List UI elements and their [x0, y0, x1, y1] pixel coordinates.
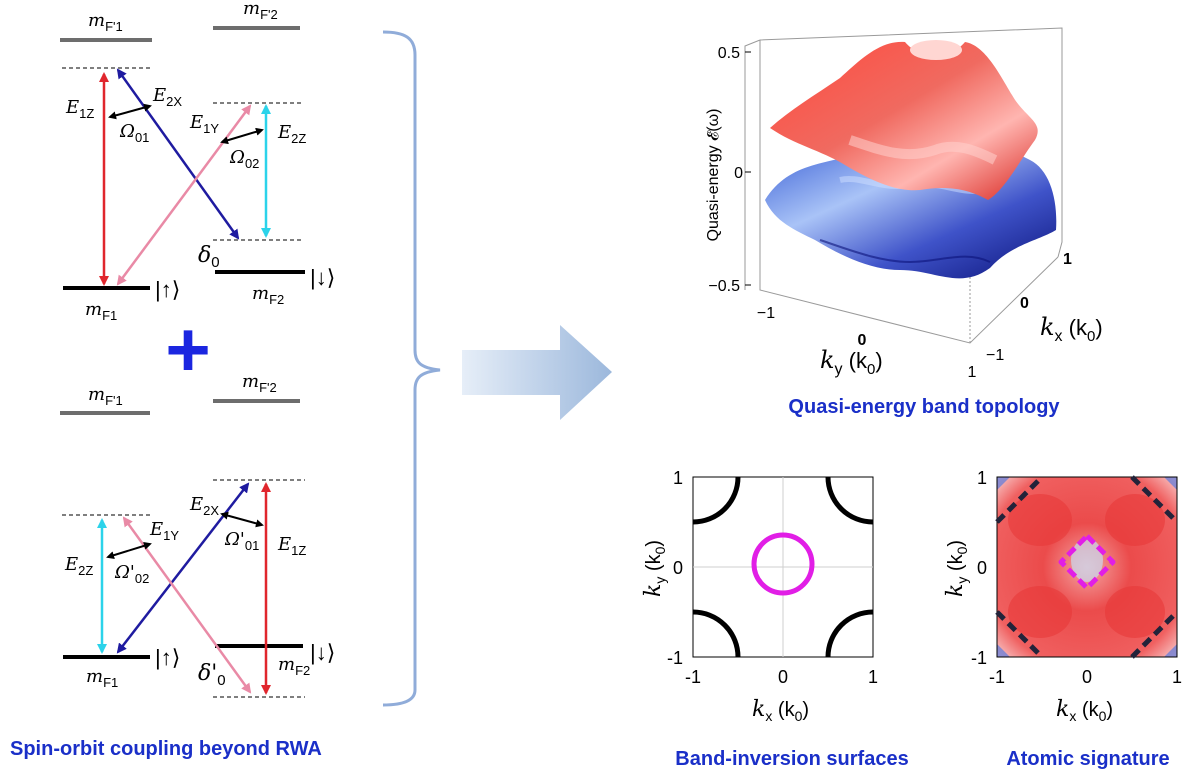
signature-dashed-diamond: [1058, 533, 1116, 591]
upper-level-diagram: mF'1 mF'2 E1Z E2X Ω01 E1Y E2Z Ω02 δ0 mF1…: [60, 0, 335, 323]
signature-dash-bottom-right: [1130, 610, 1179, 659]
caption-atomic-signature: Atomic signature: [1006, 748, 1169, 770]
box-back-edges: [759, 27, 1063, 258]
bis-x-tick-1: 1: [868, 667, 878, 687]
box-left-edges: [744, 39, 761, 290]
label-E2Z-lower: E2Z: [64, 554, 93, 578]
bis-arc-bottom-right: [825, 609, 874, 658]
label-E2Z: E2Z: [277, 122, 306, 146]
signature-dash-top-left: [995, 475, 1044, 524]
label-mF2: mF2: [252, 283, 284, 307]
signature-frame: [996, 476, 1178, 658]
label-E1Z-lower: E1Z: [277, 534, 306, 558]
bis-arc-top-left: [692, 476, 741, 525]
upper-band-dimple: [910, 40, 962, 60]
label-omega02: Ω02: [229, 147, 259, 171]
sig-y-tick-1: 1: [977, 468, 987, 488]
bis-x-tick-0: 0: [778, 667, 788, 687]
bis-arc-bottom-left: [692, 609, 741, 658]
arrow-omega01: [108, 103, 152, 120]
bis-y-tick-neg1: -1: [667, 648, 683, 668]
label-omega02-prime: Ω'02: [114, 562, 149, 586]
z-ticks: [745, 51, 751, 286]
caption-band-inversion: Band-inversion surfaces: [675, 748, 908, 770]
label-E1Y-lower: E1Y: [149, 519, 179, 543]
sig-x-tick-1: 1: [1172, 667, 1182, 687]
signature-center-spot: [1071, 538, 1103, 582]
kx-tick-neg1: −1: [986, 347, 1004, 364]
big-arrow: [462, 325, 612, 420]
caption-spin-orbit: Spin-orbit coupling beyond RWA: [10, 738, 322, 760]
bis-plot: -1 0 1 1 0 -1 kx (k0) ky (k0): [641, 468, 878, 724]
curly-brace: [382, 30, 441, 707]
bis-x-tick-neg1: -1: [685, 667, 701, 687]
label-mF1-prime-lower: mF'1: [88, 384, 123, 408]
arrow-omega02: [220, 127, 264, 145]
lower-level-diagram: mF'1 mF'2 E2X E1Y Ω'01 E1Z E2Z Ω'02 mF1 …: [60, 371, 335, 698]
label-omega01-prime: Ω'01: [224, 529, 259, 553]
signature-dash-bottom-left: [995, 610, 1044, 659]
z-tick-0: 0: [734, 165, 743, 182]
label-mF1: mF1: [85, 299, 117, 323]
label-E2X: E2X: [152, 85, 182, 109]
box-bottom-edges: [759, 40, 1059, 344]
signature-blob-3: [1008, 586, 1072, 638]
label-mF2-prime: mF'2: [243, 0, 278, 22]
signature-plot: -1 0 1 1 0 -1 kx (k0) ky (k0): [943, 468, 1182, 724]
upper-band-highlight: [848, 135, 998, 165]
bis-y-tick-1: 1: [673, 468, 683, 488]
upper-band-surface: [770, 41, 1038, 200]
signature-blob-1: [1008, 494, 1072, 546]
lower-band-shading: [819, 239, 991, 264]
label-mF1-prime: mF'1: [88, 10, 123, 34]
kx-tick-1: 1: [1063, 251, 1072, 268]
kx-tick-0: 0: [1020, 295, 1029, 312]
sig-y-tick-neg1: -1: [971, 648, 987, 668]
caption-quasi-energy: Quasi-energy band topology: [788, 396, 1060, 418]
bis-x-axis-label: kx (k0): [752, 697, 809, 724]
signature-blob-2: [1105, 494, 1165, 546]
bis-y-axis-label: ky (k0): [641, 540, 668, 597]
label-delta0-prime: δ'0: [198, 661, 226, 689]
label-E1Z: E1Z: [65, 97, 94, 121]
label-spin-down: |↓⟩: [310, 265, 335, 290]
sig-y-tick-0: 0: [977, 558, 987, 578]
label-mF1-lower: mF1: [86, 666, 118, 690]
signature-dash-top-right: [1130, 475, 1179, 524]
sig-y-axis-label: ky (k0): [943, 540, 970, 597]
ky-tick-1: 1: [968, 364, 977, 381]
label-omega01: Ω01: [119, 121, 149, 145]
label-E2X-lower: E2X: [189, 494, 219, 518]
arrow-omega01-prime: [220, 511, 264, 528]
label-spin-up: |↑⟩: [155, 277, 180, 302]
signature-blob-4: [1105, 586, 1165, 638]
bis-arc-top-right: [825, 476, 874, 525]
label-mF2-lower: mF2: [278, 654, 310, 678]
z-axis-label: Quasi-energy 𝓔(ω): [705, 109, 722, 242]
bis-y-tick-0: 0: [673, 558, 683, 578]
sig-x-axis-label: kx (k0): [1056, 697, 1113, 724]
bis-ring: [751, 532, 815, 596]
plus-sign: +: [165, 305, 211, 393]
arrow-E2X-lower: [116, 482, 250, 654]
ky-tick-0: 0: [858, 332, 867, 349]
z-tick-0.5: 0.5: [718, 45, 740, 62]
arrow-omega02-prime: [106, 541, 152, 560]
ky-axis-label: ky (k0): [820, 346, 883, 378]
label-E1Y: E1Y: [189, 112, 219, 136]
band-plot-3d: 0.5 0 −0.5 Quasi-energy 𝓔(ω) −1 0 1 ky (…: [705, 27, 1103, 381]
sig-x-tick-neg1: -1: [989, 667, 1005, 687]
label-mF2-prime-lower: mF'2: [242, 371, 277, 395]
kx-axis-label: kx (k0): [1040, 313, 1103, 345]
label-spin-up-lower: |↑⟩: [155, 645, 180, 670]
ky-tick-neg1: −1: [757, 305, 775, 322]
sig-x-tick-0: 0: [1082, 667, 1092, 687]
label-spin-down-lower: |↓⟩: [310, 640, 335, 665]
label-delta0: δ0: [198, 243, 220, 271]
z-tick-neg0.5: −0.5: [708, 278, 740, 295]
